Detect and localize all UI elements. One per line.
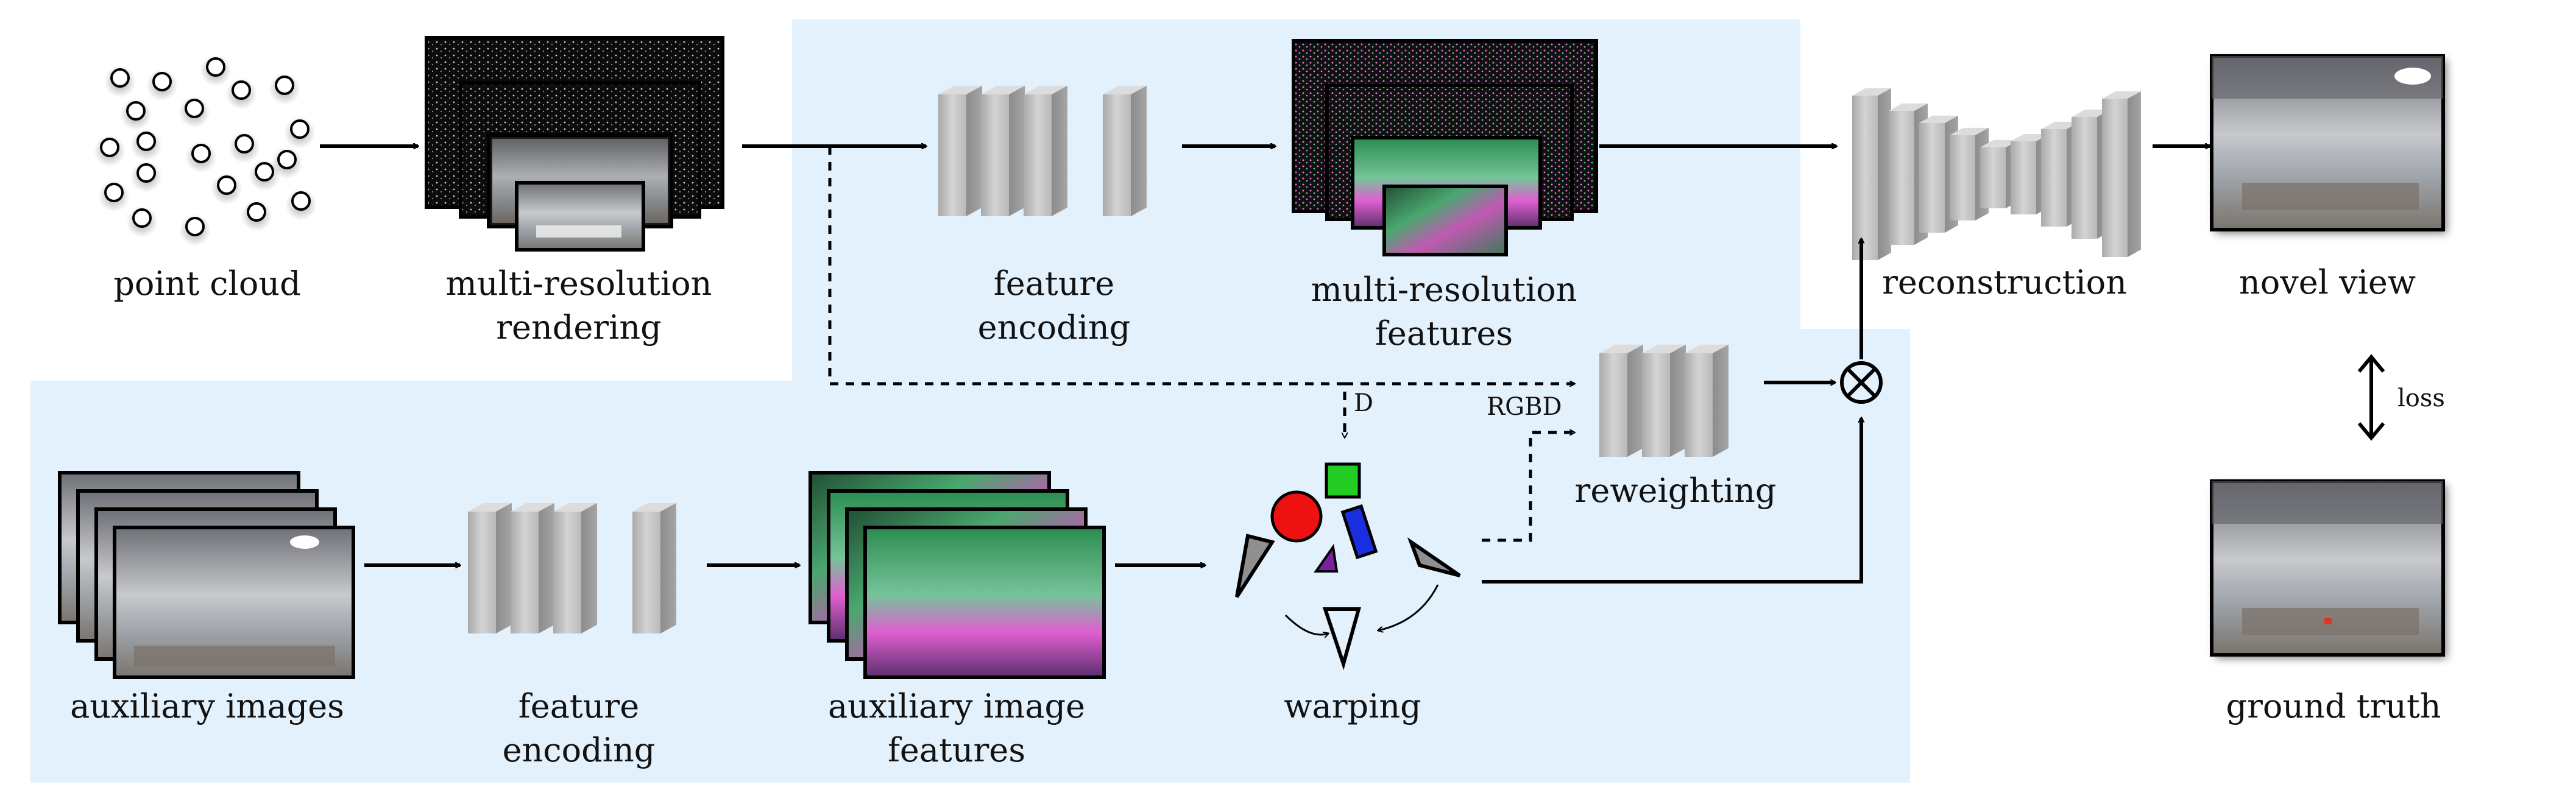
feature-encoding-top-label: feature encoding <box>977 264 1131 347</box>
depth-label: D <box>1354 389 1374 417</box>
reconstruction-label: reconstruction <box>1882 263 2127 302</box>
feature-encoding-bottom-label: feature encoding <box>502 687 656 769</box>
novel-view-label: novel view <box>2238 263 2416 302</box>
multi-resolution-features-stack <box>1292 39 1598 256</box>
point-cloud-icon <box>94 55 317 246</box>
point-cloud-label: point cloud <box>113 264 301 303</box>
circled-times-icon <box>1840 361 1883 404</box>
auxiliary-images-label: auxiliary images <box>70 687 344 725</box>
depth-dashed-path <box>828 146 1345 437</box>
multi-resolution-rendering-stack <box>425 36 724 252</box>
auxiliary-images-stack <box>58 471 355 679</box>
auxiliary-image-features-stack <box>809 471 1106 679</box>
warping-label: warping <box>1284 687 1421 725</box>
warping-to-reweighting-dashed <box>1482 432 1574 542</box>
reconstruction-network <box>1852 88 2141 260</box>
novel-view-image <box>2210 54 2447 233</box>
arrow-warping-to-multiply <box>1482 418 1861 584</box>
ground-truth-image <box>2210 479 2447 658</box>
double-headed-arrow-icon <box>2357 354 2385 441</box>
ground-truth-label: ground truth <box>2226 687 2441 725</box>
feature-encoder-top <box>938 85 1147 216</box>
warping-icon <box>1235 462 1461 671</box>
reweighting-label: reweighting <box>1574 471 1777 510</box>
loss-label: loss <box>2397 384 2445 412</box>
multi-resolution-features-label: multi-resolution features <box>1311 270 1577 353</box>
rgbd-label: RGBD <box>1487 393 1562 421</box>
reweighting-network <box>1599 344 1729 457</box>
multi-resolution-rendering-label: multi-resolution rendering <box>445 264 712 347</box>
feature-encoder-bottom <box>468 503 676 633</box>
auxiliary-image-features-label: auxiliary image features <box>827 687 1086 769</box>
